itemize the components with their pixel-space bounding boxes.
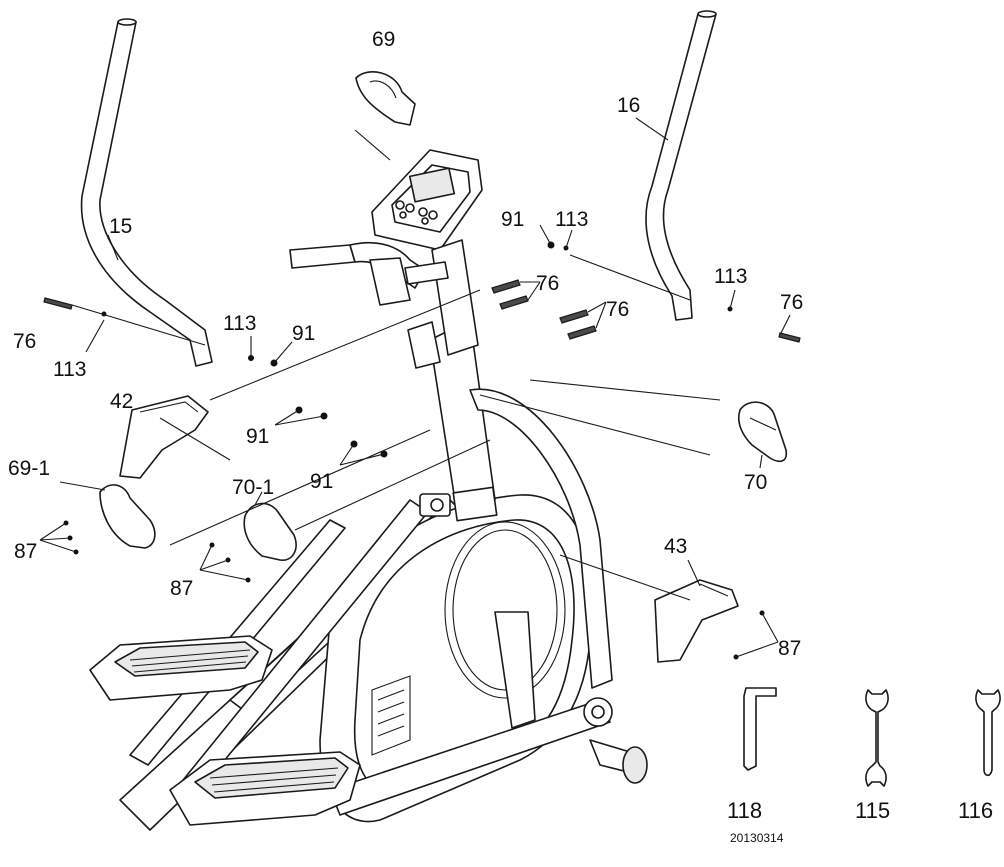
elliptical-main-frame <box>119 319 648 831</box>
label-76-right: 76 <box>780 291 803 314</box>
tool-labels: 118 115 116 20130314 <box>727 798 993 845</box>
label-tool-115: 115 <box>855 798 890 823</box>
label-113-left-upper: 113 <box>223 312 256 335</box>
label-76-left: 76 <box>13 330 36 353</box>
label-15: 15 <box>109 215 132 238</box>
label-87-mid: 87 <box>170 577 193 600</box>
leader-lines <box>39 117 791 658</box>
stationary-handlebar <box>289 241 449 369</box>
date-code: 20130314 <box>730 831 784 845</box>
cover-69-1 <box>99 484 156 549</box>
label-91-top-right: 91 <box>501 208 524 231</box>
label-42: 42 <box>110 390 133 413</box>
label-43: 43 <box>664 535 687 558</box>
console-clamp-69 <box>355 71 416 126</box>
left-pedal-upper <box>89 635 273 701</box>
console <box>371 149 483 251</box>
label-91-mid-lower: 91 <box>310 470 333 493</box>
label-87-right: 87 <box>778 637 801 660</box>
label-70: 70 <box>744 471 767 494</box>
label-tool-116: 116 <box>958 798 993 823</box>
label-113-right: 113 <box>714 265 747 288</box>
label-87-left: 87 <box>14 540 37 563</box>
cover-70 <box>737 401 788 463</box>
label-69: 69 <box>372 28 395 51</box>
left-pedal-lower <box>169 751 361 826</box>
label-16: 16 <box>617 94 640 117</box>
label-91-left-upper: 91 <box>292 322 315 345</box>
cover-42 <box>119 395 209 479</box>
label-tool-118: 118 <box>727 798 762 823</box>
label-70-1: 70-1 <box>232 476 274 499</box>
label-76-mid-lower: 76 <box>606 298 629 321</box>
left-upper-handle-15 <box>80 18 213 367</box>
wrench-116 <box>975 689 1001 777</box>
wrench-115 <box>865 689 889 787</box>
hex-key-118 <box>743 687 777 771</box>
label-113-top-right: 113 <box>555 208 588 231</box>
label-91-mid-upper: 91 <box>246 425 269 448</box>
right-upper-handle-16 <box>645 10 717 321</box>
label-76-mid-top: 76 <box>536 272 559 295</box>
part-labels: 69 16 15 91 113 76 113 76 76 113 91 113 … <box>8 28 803 660</box>
label-113-left-lower: 113 <box>53 358 86 381</box>
cover-70-1 <box>243 502 297 561</box>
label-69-1: 69-1 <box>8 457 50 480</box>
cover-43 <box>654 579 739 663</box>
